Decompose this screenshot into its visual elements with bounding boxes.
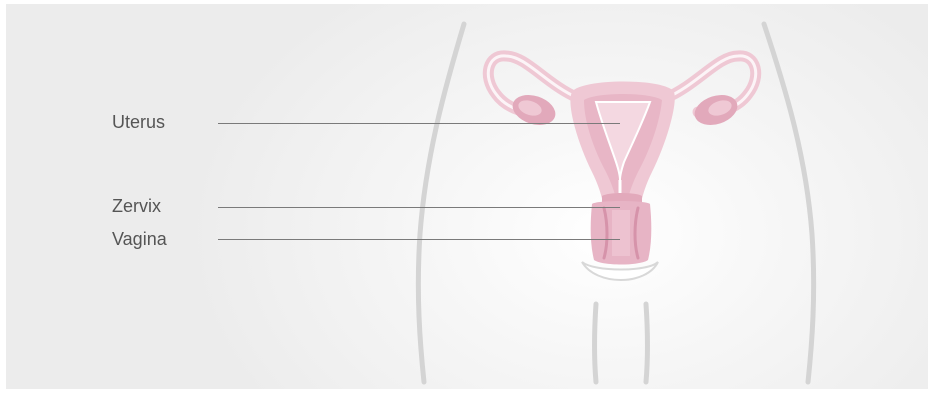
leader-line-vagina (218, 239, 620, 240)
left-adnexa (488, 56, 578, 130)
label-uterus: Uterus (112, 112, 165, 132)
label-vagina: Vagina (112, 229, 167, 249)
pelvic-floor-arc (582, 262, 658, 280)
label-cervix: Zervix (112, 196, 161, 216)
right-hip-outline (764, 24, 814, 382)
diagram-panel: Uterus Zervix Vagina (6, 4, 928, 389)
left-thigh-inner-outline (595, 304, 597, 382)
leader-line-uterus (218, 123, 620, 124)
leader-line-cervix (218, 207, 620, 208)
right-thigh-inner-outline (646, 304, 648, 382)
right-adnexa (666, 56, 756, 130)
left-hip-outline (418, 24, 464, 382)
